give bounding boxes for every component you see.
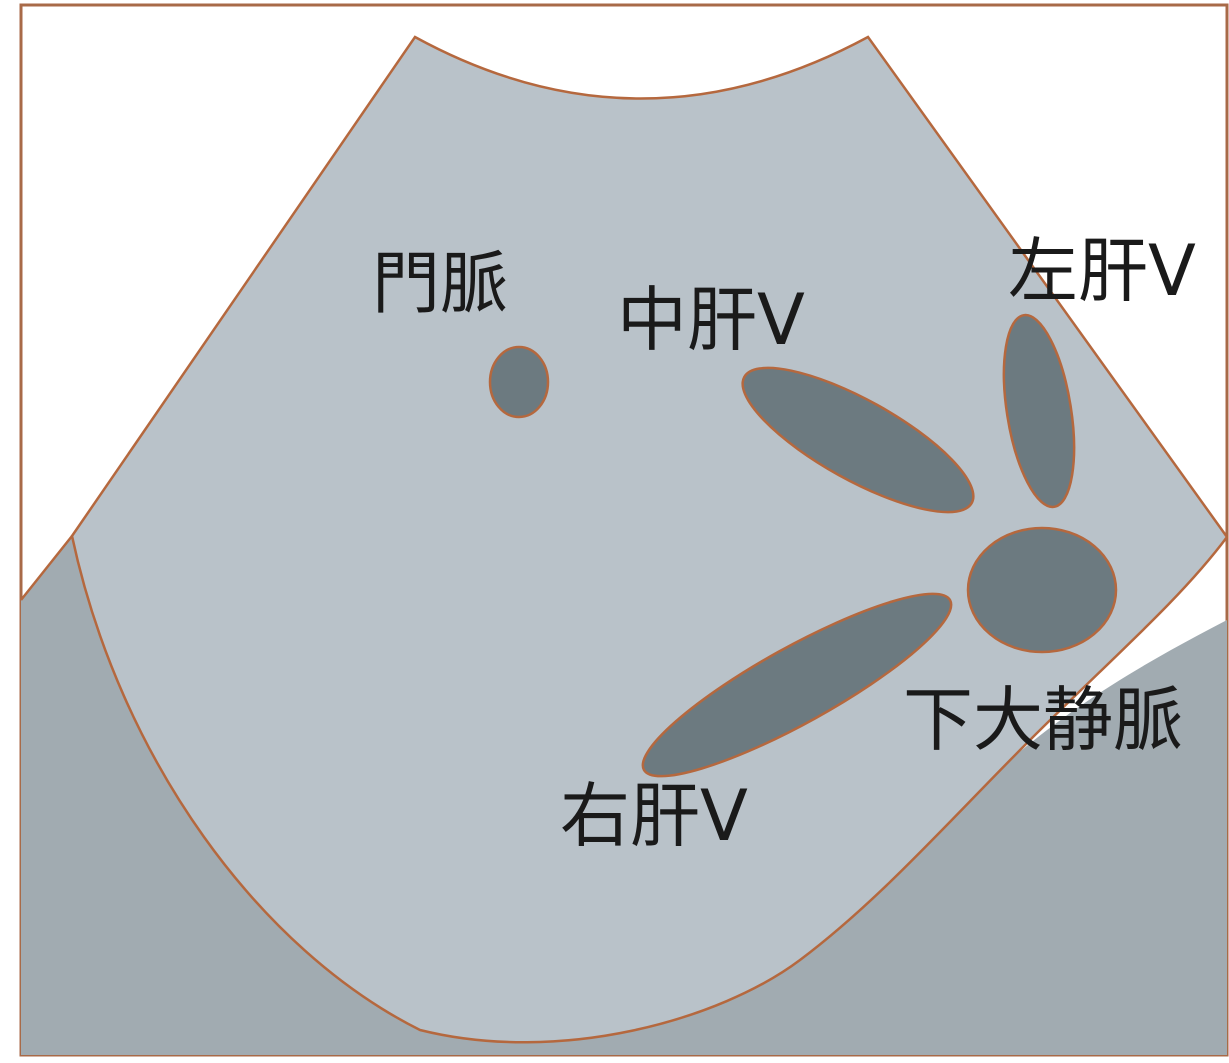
right-hepatic-vein-label: 右肝V	[560, 775, 748, 857]
left-hepatic-vein-shape	[1002, 313, 1076, 509]
portal-vein-label: 門脈	[372, 245, 508, 324]
inferior-vena-cava-shape	[966, 526, 1118, 654]
middle-hepatic-vein-shape	[741, 366, 975, 514]
sector-edge-left	[20, 535, 73, 601]
ultrasound-sector	[70, 35, 1229, 1044]
inferior-vena-cava-label: 下大静脈	[903, 679, 1183, 761]
right-hepatic-vein-shape	[641, 592, 953, 778]
middle-hepatic-vein-label: 中肝V	[617, 279, 805, 361]
lower-tissue-region	[21, 536, 1227, 1055]
left-hepatic-vein-label: 左肝V	[1008, 230, 1196, 312]
portal-vein-shape	[488, 345, 550, 419]
